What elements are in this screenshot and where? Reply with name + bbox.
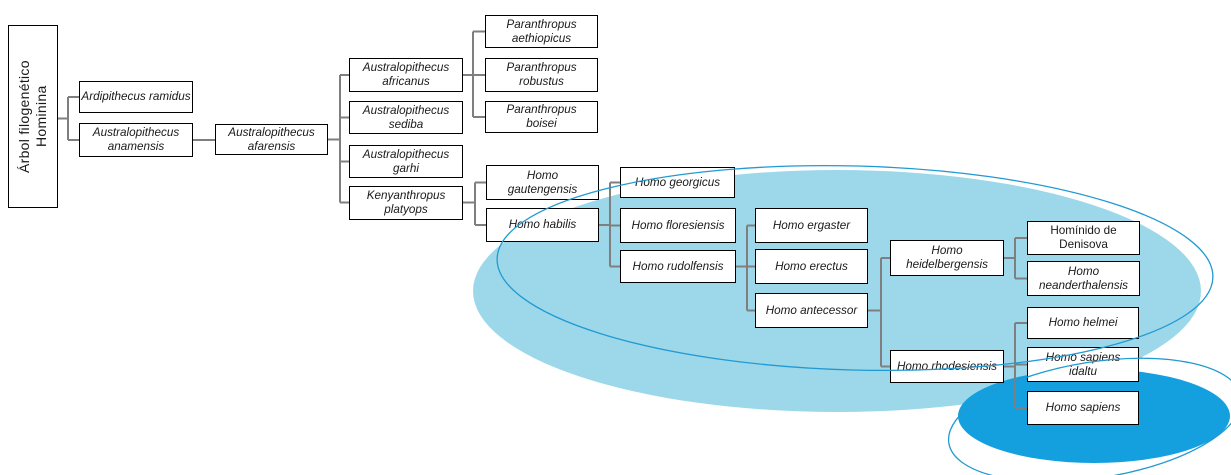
node-hominido-de-denisova: Homínido de Denisova — [1027, 221, 1140, 255]
node-homo-floresiensis: Homo floresiensis — [620, 208, 736, 243]
node-homo-rudolfensis: Homo rudolfensis — [620, 250, 736, 283]
node-australopithecus-garhi: Australopithecus garhi — [349, 145, 463, 178]
node-homo-antecessor: Homo antecessor — [755, 293, 868, 328]
node-homo-georgicus: Homo georgicus — [620, 167, 735, 198]
node-homo-sapiens-idaltu: Homo sapiens idaltu — [1027, 347, 1139, 382]
node-homo-rhodesiensis: Homo rhodesiensis — [890, 350, 1004, 383]
diagram-title: Árbol filogenético Hominina — [8, 25, 58, 208]
node-homo-sapiens: Homo sapiens — [1027, 391, 1139, 425]
node-homo-gautengensis: Homo gautengensis — [486, 165, 599, 200]
node-homo-heidelbergensis: Homo heidelbergensis — [890, 240, 1004, 276]
node-paranthropus-aethiopicus: Paranthropus aethiopicus — [485, 15, 598, 48]
node-homo-habilis: Homo habilis — [486, 208, 599, 242]
node-homo-neanderthalensis: Homo neanderthalensis — [1027, 261, 1140, 296]
node-australopithecus-africanus: Australopithecus africanus — [349, 58, 463, 92]
node-paranthropus-robustus: Paranthropus robustus — [485, 58, 598, 92]
node-homo-erectus: Homo erectus — [755, 249, 868, 284]
node-homo-ergaster: Homo ergaster — [755, 208, 868, 243]
node-australopithecus-afarensis: Australopithecus afarensis — [215, 124, 328, 155]
node-ardipithecus-ramidus: Ardipithecus ramidus — [79, 81, 193, 113]
node-paranthropus-boisei: Paranthropus boisei — [485, 101, 598, 133]
node-kenyanthropus-platyops: Kenyanthropus platyops — [349, 186, 463, 220]
node-australopithecus-anamensis: Australopithecus anamensis — [79, 123, 193, 157]
node-homo-helmei: Homo helmei — [1027, 307, 1139, 339]
node-australopithecus-sediba: Australopithecus sediba — [349, 101, 463, 134]
